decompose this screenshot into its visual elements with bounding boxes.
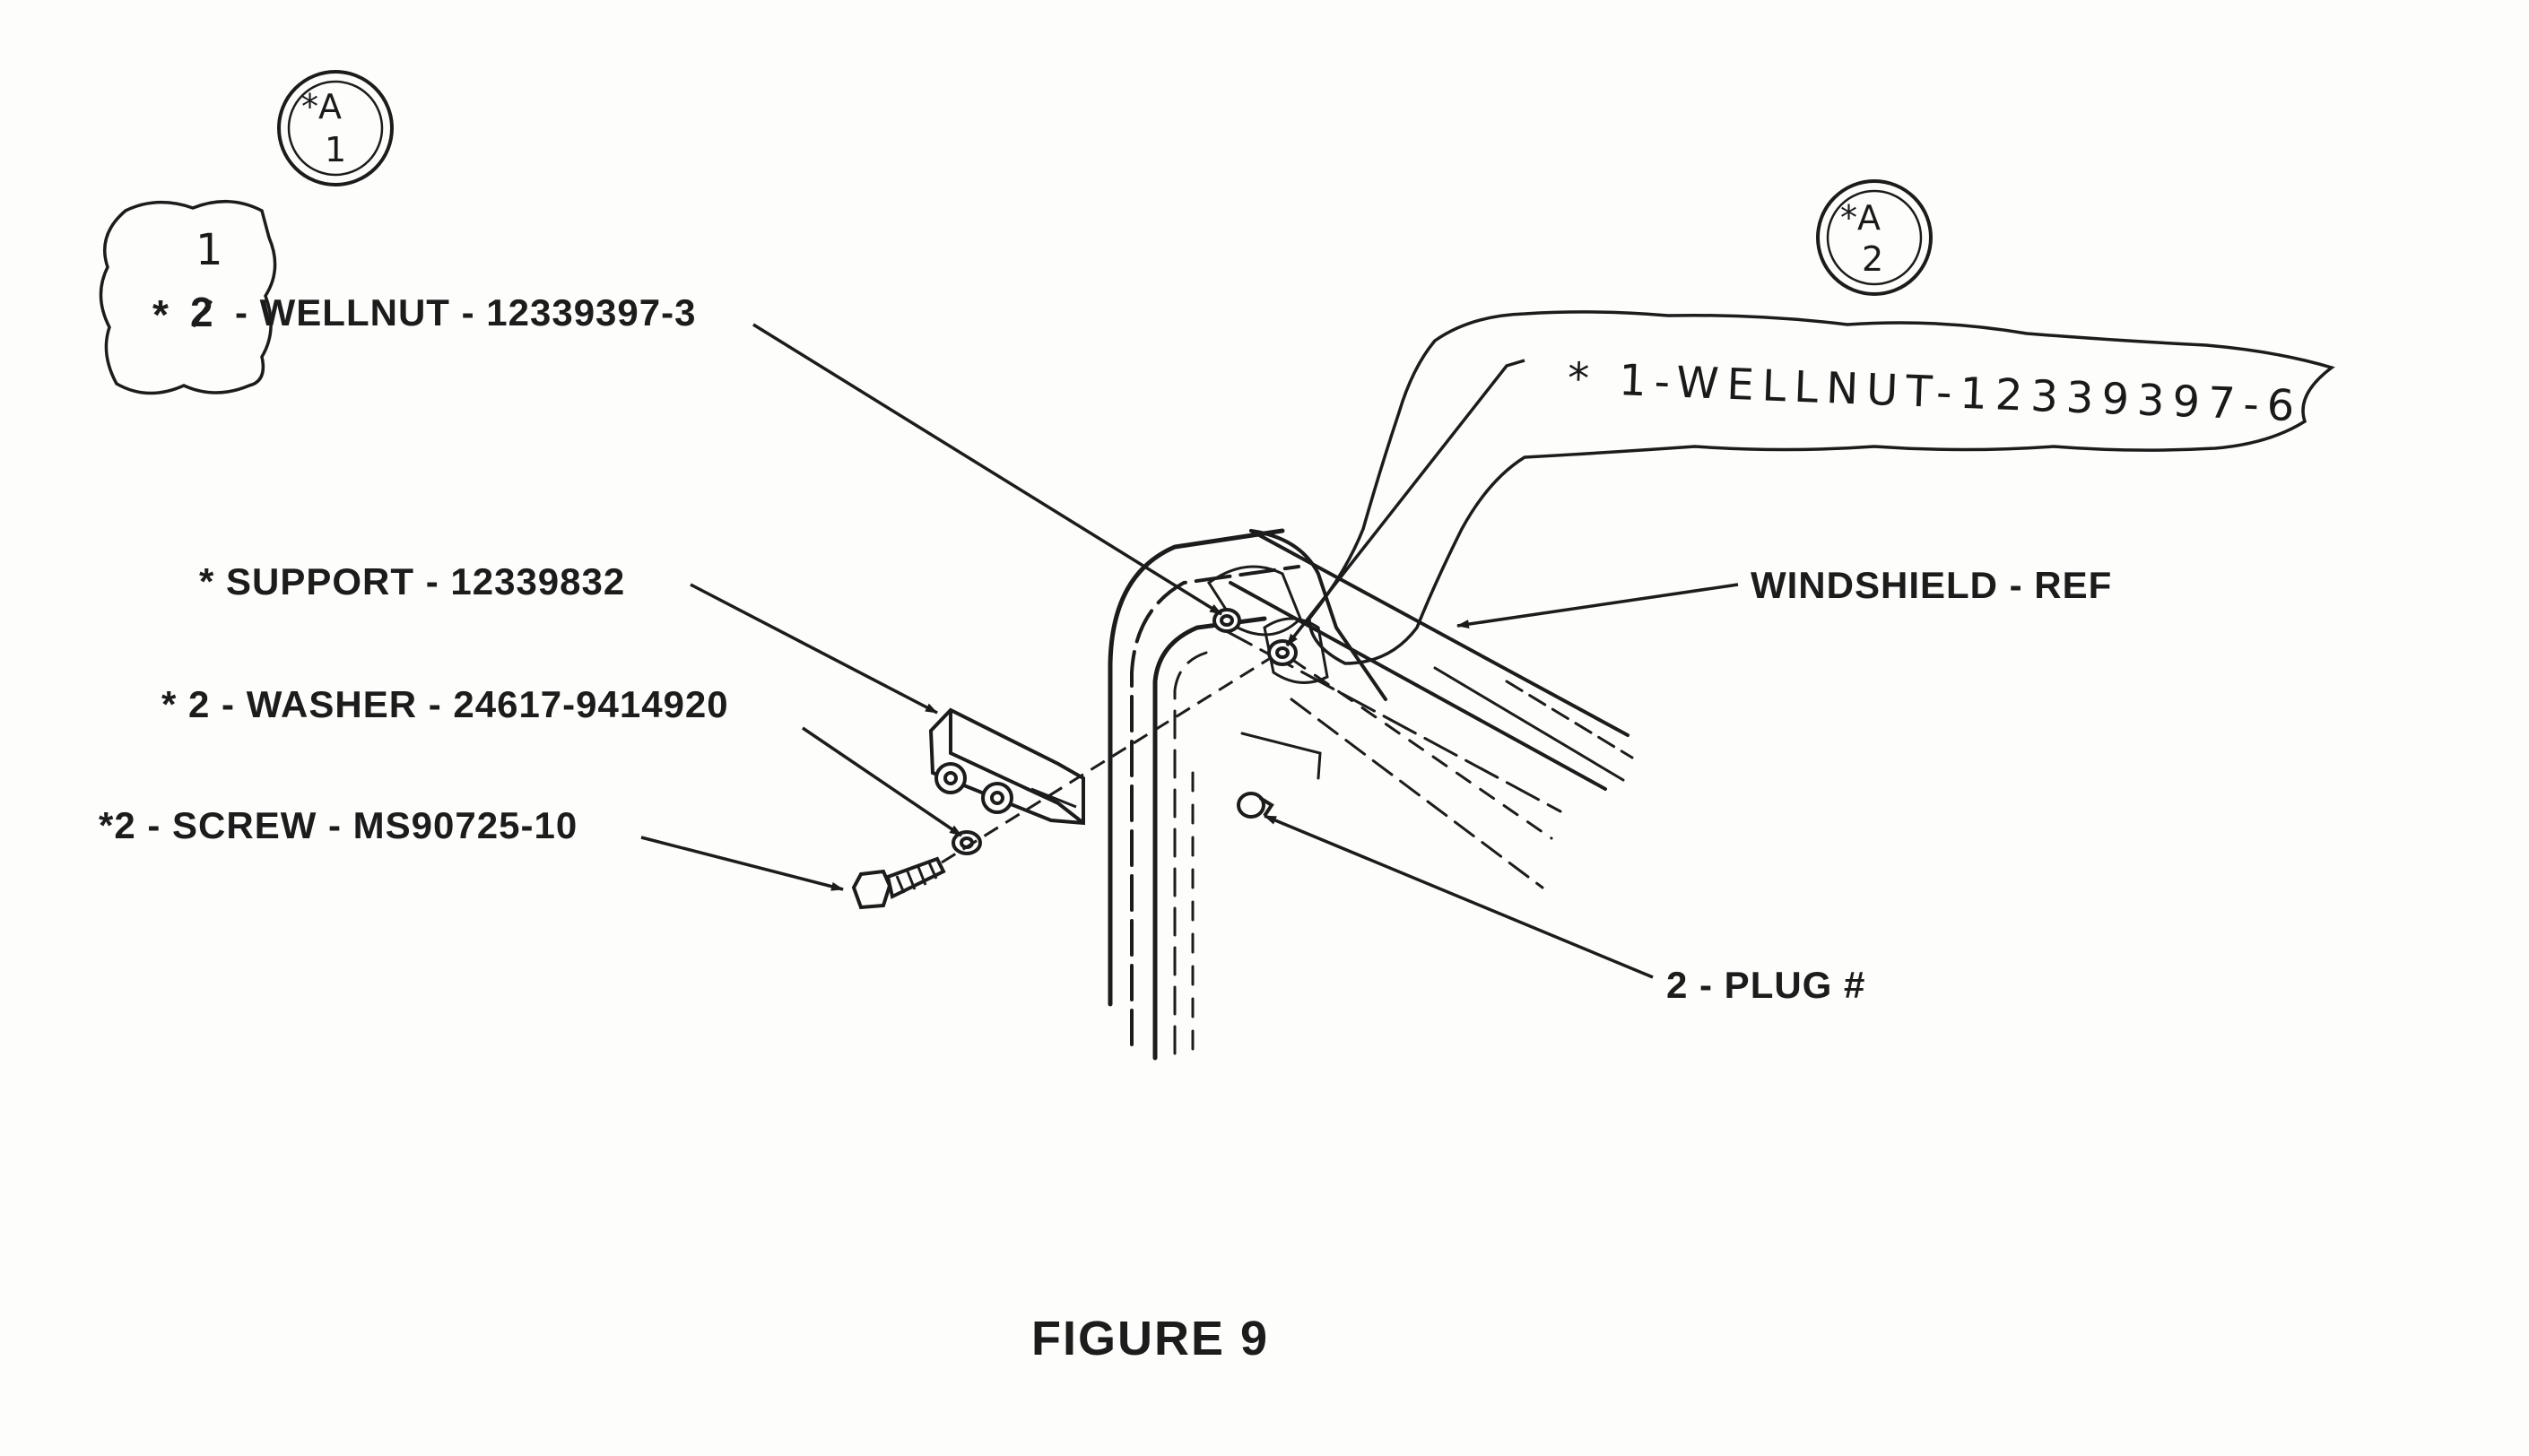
label-wellnut-3: - WELLNUT - 12339397-3 xyxy=(235,291,697,334)
label-plug: 2 - PLUG # xyxy=(1666,964,1866,1006)
leader-wellnut-3 xyxy=(752,323,1222,616)
struck-original-quantity: 2 xyxy=(190,289,214,335)
leader-plug xyxy=(1264,814,1654,979)
callout-a1-circle xyxy=(277,70,394,186)
leader-support xyxy=(690,583,938,715)
label-screw: *2 - SCREW - MS90725-10 xyxy=(99,804,578,846)
plug-part xyxy=(1237,792,1274,819)
callout-a2-symbol: *A xyxy=(1840,198,1881,238)
support-bracket-part xyxy=(928,707,1085,826)
windshield-frame xyxy=(1108,528,1634,1061)
wellnut-6-part xyxy=(1267,639,1298,666)
leader-screw xyxy=(640,836,844,891)
leader-lines xyxy=(640,323,1739,979)
washer-part xyxy=(952,830,982,855)
revised-quantity: 1 xyxy=(196,225,223,275)
leader-washer xyxy=(802,726,962,837)
label-windshield: WINDSHIELD - REF xyxy=(1751,564,2113,606)
wellnut-3-prefix: * xyxy=(152,291,169,338)
label-washer: * 2 - WASHER - 24617-9414920 xyxy=(161,683,729,725)
revision-cloud-right xyxy=(1308,310,2335,665)
callout-a1-number: 1 xyxy=(325,130,347,169)
leader-wellnut-6 xyxy=(1285,359,1525,647)
revision-cloud-left xyxy=(99,200,277,395)
figure-title: FIGURE 9 xyxy=(1031,1312,1270,1365)
leader-windshield xyxy=(1456,583,1739,629)
assembly-axis-line xyxy=(941,657,1270,864)
callout-a1-symbol: *A xyxy=(301,87,342,126)
screw-part xyxy=(851,856,946,910)
callout-a2-number: 2 xyxy=(1862,239,1884,279)
callout-a2-circle xyxy=(1816,179,1933,296)
label-support: * SUPPORT - 12339832 xyxy=(199,560,626,602)
